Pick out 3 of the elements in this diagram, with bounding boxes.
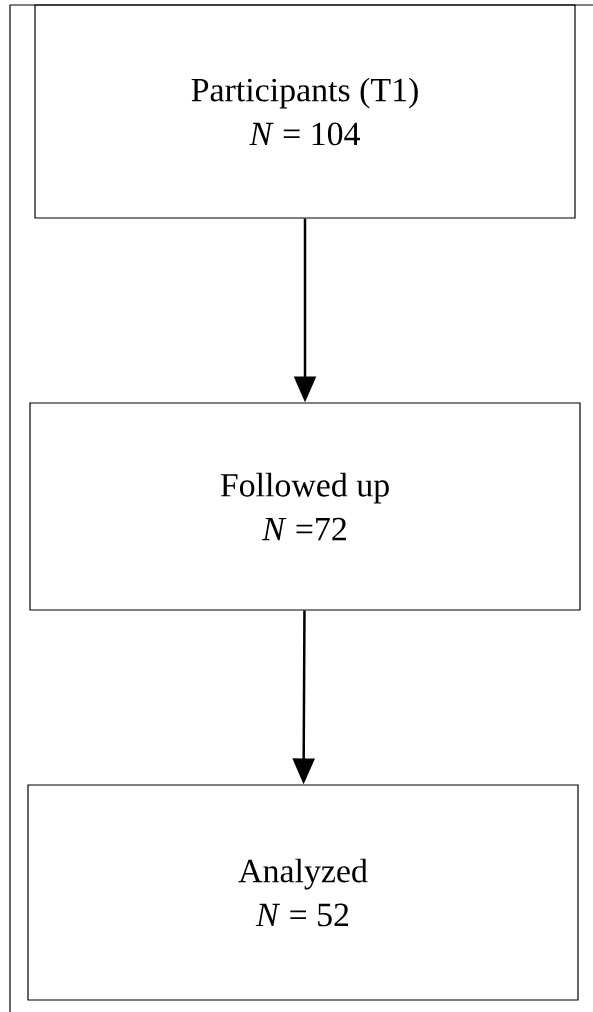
process-box: Followed up N =72: [29, 402, 581, 611]
process-box: Participants (T1) N = 104: [34, 4, 576, 219]
process-box: Analyzed N = 52: [27, 784, 579, 1001]
